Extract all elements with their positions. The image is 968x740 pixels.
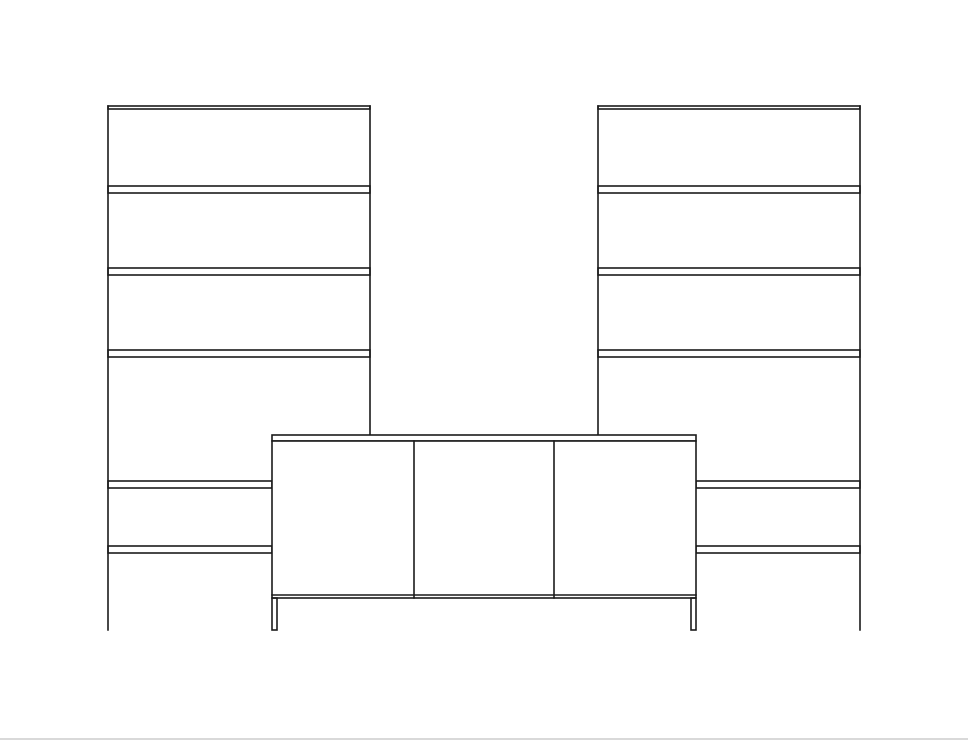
left-shelf-2 [107, 267, 371, 276]
sideboard-body [271, 440, 697, 599]
left-shelf-5 [107, 545, 273, 554]
right-shelf-3 [597, 349, 861, 358]
right-shelf-4 [695, 480, 861, 489]
left-shelf-1 [107, 185, 371, 194]
right-shelf-1 [597, 185, 861, 194]
right-shelf-5 [695, 545, 861, 554]
right-unit-top [597, 105, 861, 110]
left-shelf-3 [107, 349, 371, 358]
sideboard-cabinet [271, 434, 697, 631]
sideboard-right-leg [690, 597, 697, 631]
right-shelf-2 [597, 267, 861, 276]
left-shelving-unit [107, 105, 371, 631]
sideboard-left-leg [271, 597, 278, 631]
sideboard-top [271, 434, 697, 442]
canvas-bottom-edge [0, 738, 968, 740]
left-unit-top [107, 105, 371, 110]
left-shelf-4 [107, 480, 273, 489]
